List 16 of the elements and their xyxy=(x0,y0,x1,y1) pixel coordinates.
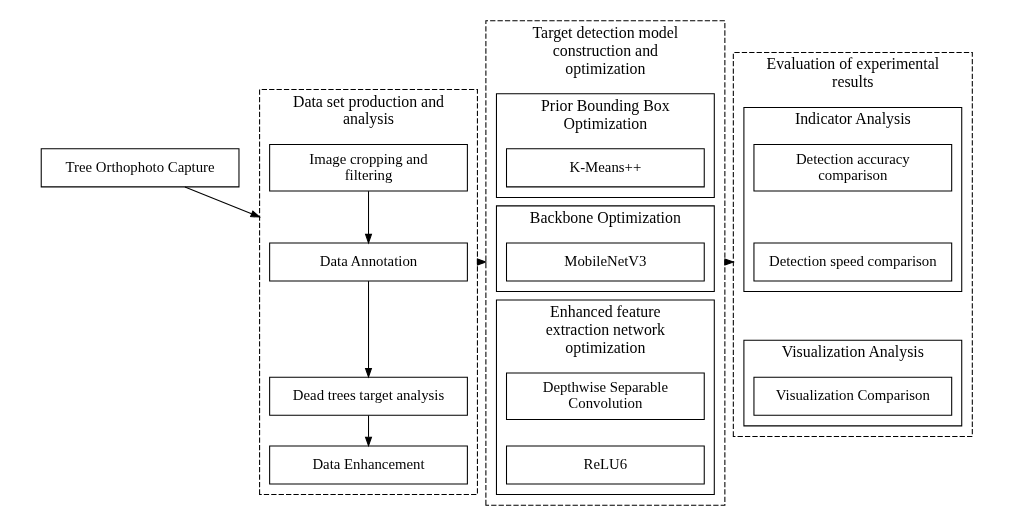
node-box: K-Means++ xyxy=(506,148,705,188)
arrow xyxy=(184,186,262,218)
arrow xyxy=(364,190,373,245)
arrow xyxy=(364,414,373,448)
node-box: Tree Orthophoto Capture xyxy=(40,148,240,188)
node-box: Data Annotation xyxy=(269,242,468,282)
node-box: Detection speed comparison xyxy=(753,242,953,282)
node-box: Image cropping and filtering xyxy=(269,144,468,192)
node-box: Dead trees target analysis xyxy=(269,376,468,416)
node-box: Visualization Comparison xyxy=(753,376,953,416)
node-box: Detection accuracy comparison xyxy=(753,144,953,192)
node-box: ReLU6 xyxy=(506,445,705,485)
node-box: Data Enhancement xyxy=(269,445,468,485)
node-box: Depthwise Separable Convolution xyxy=(506,372,705,421)
node-box: MobileNetV3 xyxy=(506,242,705,282)
arrow xyxy=(364,280,373,379)
